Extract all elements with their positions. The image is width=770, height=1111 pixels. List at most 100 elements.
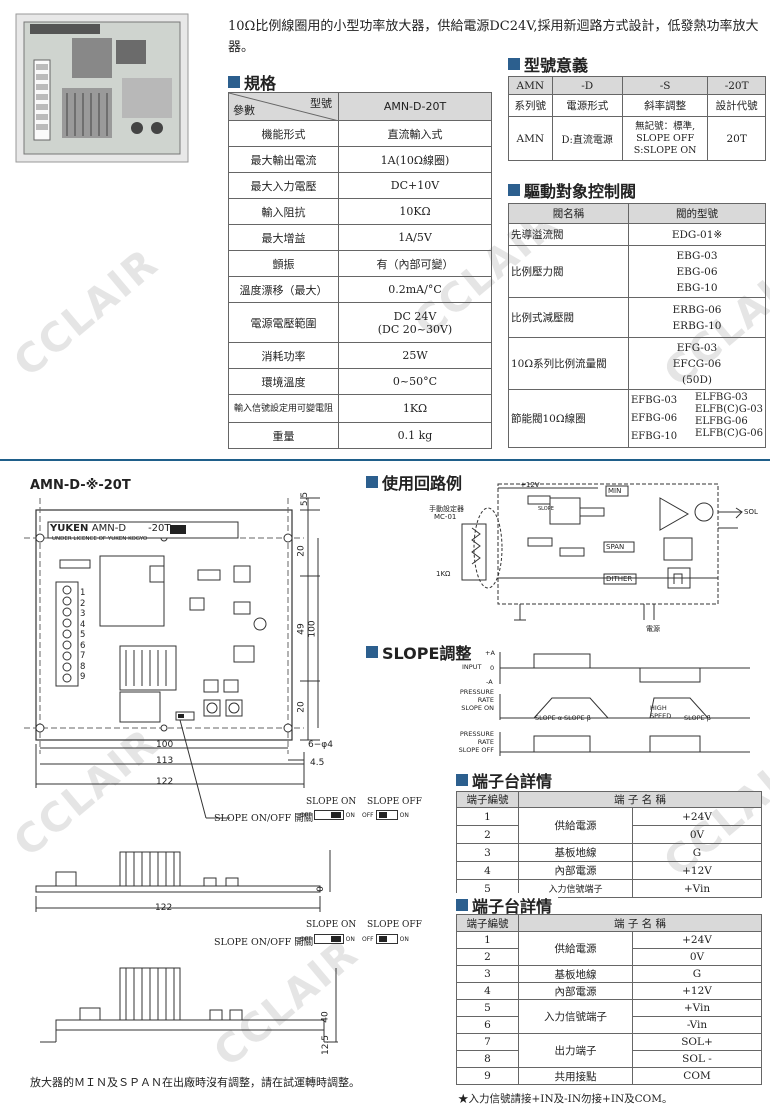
terminal-no: 2 (456, 948, 519, 966)
slope-switch-label: SLOPE ON/OFF 開關 (214, 813, 314, 824)
intro-text: 10Ω比例線圈用的小型功率放大器，供給電源DC24V,採用新迴路方式設計，低發熱… (228, 19, 759, 55)
dim-label: 20 (296, 701, 307, 713)
adjust-note: 放大器的ＭＩＮ及ＳＰＡＮ在出廠時沒有調整，請在試運轉時調整。 (30, 1076, 360, 1089)
board-terminal-numbers: 1 2 3 4 5 6 7 8 9 (80, 588, 86, 682)
spec-param: 顫振 (228, 250, 339, 277)
slope-off-label: SLOPE OFF (367, 920, 422, 930)
spec-value: 1A/5V (338, 224, 492, 251)
terminal-no: 6 (456, 1016, 519, 1034)
slope-input-label: INPUT (462, 663, 482, 671)
switch-on-text: ON (345, 811, 355, 819)
spec-param: 環境溫度 (228, 368, 339, 395)
valve-model-line: EBG-10 (676, 281, 718, 294)
section-bullet (228, 76, 240, 88)
terminal-no: 1 (456, 807, 519, 826)
model-name: 電源形式 (551, 94, 623, 117)
spec-value: 0~50°C (338, 368, 492, 395)
slope-on-label: SLOPE ON (306, 920, 357, 930)
model-value: 20T (707, 116, 766, 161)
spec-value: 直流輸入式 (338, 120, 492, 147)
model-code: -20T (707, 76, 766, 95)
terminal-no: 2 (456, 825, 519, 844)
slope-beta-label: SLOPE β (564, 714, 591, 722)
terminal-col-header: 端子編號 (456, 791, 519, 808)
spec-param: 最大增益 (228, 224, 339, 251)
dim-label: 100 (156, 740, 174, 750)
terminal-group: 入力信號端子 (518, 999, 633, 1034)
spec-value-line: (DC 20~30V) (377, 322, 453, 336)
section-bullet (456, 899, 468, 911)
terminal-val: +12V (632, 982, 762, 1000)
circuit-slope: SLOPE (538, 506, 554, 512)
slope-alpha-label: SLOPE α (535, 714, 563, 722)
spec-value: 0.2mA/°C (338, 276, 492, 303)
spec-header-type: 型號 (310, 97, 332, 110)
product-photo (12, 8, 192, 166)
valves-col-header: 閥的型號 (628, 203, 766, 224)
terminals-heading-text: 端子台詳情 (472, 897, 553, 916)
switch-on-state: OFF ON (300, 810, 355, 820)
terminal-group: 內部電源 (518, 982, 633, 1000)
valve-model-line: (50D) (682, 373, 712, 386)
terminal-val: SOL - (632, 1050, 762, 1068)
spec-param: 電源電壓範圍 (228, 302, 339, 343)
spec-value: 有（內部可變） (338, 250, 492, 277)
model-value: D:直流電源 (551, 116, 623, 161)
switch-off-state: OFF ON (362, 810, 409, 820)
board-suffix-text: -20T (148, 523, 171, 534)
switch-body (375, 934, 398, 944)
valves-table: 閥名稱 閥的型號 先導溢流閥 EDG-01※ 比例壓力閥 EBG-03 EBG-… (508, 203, 766, 448)
terminals-heading: 端子台詳情 (456, 768, 552, 792)
model-slope-line: SLOPE OFF (636, 132, 695, 144)
terminal-group: 供給電源 (518, 807, 633, 844)
switch-off-text: OFF (300, 811, 312, 819)
terminal-no: 8 (456, 1050, 519, 1068)
terminal-val: -Vin (632, 1016, 762, 1034)
model-name: 系列號 (508, 94, 553, 117)
dim-label: 113 (156, 756, 174, 766)
terminal-no: 4 (456, 982, 519, 1000)
valve-name: 先導溢流閥 (508, 223, 629, 246)
valve-model-line: ELFBG-06 (695, 415, 748, 427)
terminal-val: +24V (632, 807, 762, 826)
valves-col-header: 閥名稱 (508, 203, 629, 224)
spec-heading-text: 規格 (244, 74, 277, 93)
valve-model: EBG-03 EBG-06 EBG-10 (628, 245, 766, 298)
circuit-diagram (461, 483, 743, 621)
valve-model: ERBG-06 ERBG-10 (628, 297, 766, 338)
section-divider (0, 459, 770, 461)
slope-heading-text: SLOPE調整 (382, 644, 472, 663)
circuit-v12: +12V (520, 481, 540, 489)
slope-high-speed-label: HIGH SPEED (650, 704, 671, 720)
slope-rate-off-line: PRESSURE (459, 730, 494, 738)
circuit-sol: SOL (744, 508, 758, 516)
terminal-val: 0V (632, 825, 762, 844)
spec-value: 10KΩ (338, 198, 492, 225)
terminal-val: +Vin (632, 999, 762, 1017)
terminal-footnote: ★入力信號請接+IN及-IN勿接+IN及COM。 (458, 1093, 673, 1105)
board-brand-text: YUKEN (50, 523, 89, 534)
valve-model-line: EFBG-03 (631, 394, 678, 406)
spec-param: 消耗功率 (228, 342, 339, 369)
model-table: AMN -D -S -20T 系列號 電源形式 斜率調整 設計代號 AMN D:… (508, 76, 766, 161)
spec-value: 1A(10Ω線圈) (338, 146, 492, 173)
spec-param: 輸入信號設定用可變電阻 (228, 394, 339, 423)
terminal-val: +Vin (632, 879, 762, 898)
spec-value: 0.1 kg (338, 422, 492, 449)
board-model-text: AMN-D (91, 523, 127, 534)
board-drawing (24, 497, 320, 819)
spec-param: 重量 (228, 422, 339, 449)
valve-model-line: EBG-06 (676, 265, 718, 278)
model-name: 設計代號 (707, 94, 766, 117)
terminal-val: SOL+ (632, 1033, 762, 1051)
terminal-group: 基板地線 (518, 965, 633, 983)
terminal-val: G (632, 843, 762, 862)
valve-model-line: EBG-03 (676, 249, 718, 262)
section-bullet (366, 476, 378, 488)
model-code: AMN (508, 76, 553, 95)
valve-model: EFG-03 EFCG-06 (50D) (628, 337, 766, 390)
valve-model-line: EFBG-10 (631, 430, 678, 442)
